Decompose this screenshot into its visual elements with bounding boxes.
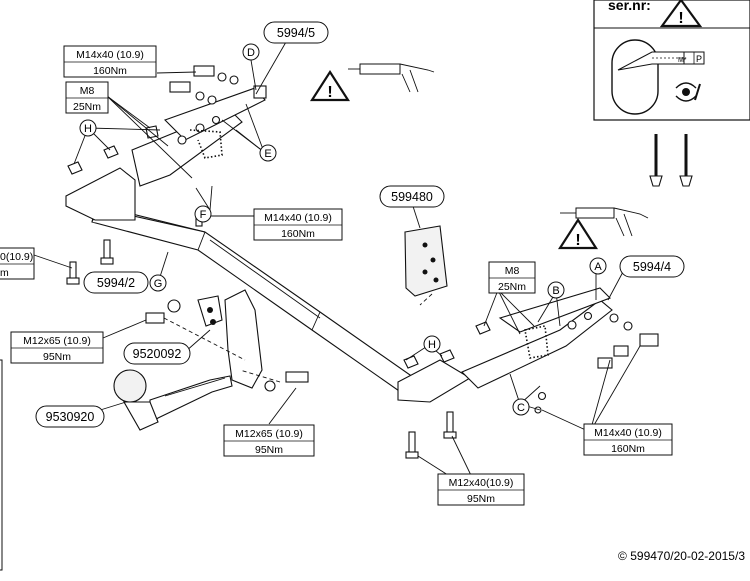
sealant-gun-icon-2 xyxy=(560,207,649,237)
spec-torque: 160Nm xyxy=(611,443,645,455)
bolt-set-top xyxy=(169,65,267,105)
svg-text:!: ! xyxy=(327,84,332,101)
svg-text:C: C xyxy=(517,402,525,414)
svg-text:599480: 599480 xyxy=(391,190,433,204)
part-crossbar: 5994/2 xyxy=(83,271,149,294)
warning-icon-top: ! xyxy=(309,69,351,102)
plate-599480 xyxy=(404,225,448,297)
eye-icon xyxy=(675,82,701,102)
spec-m8-left: M8 25Nm xyxy=(65,81,109,114)
serial-info-box: ser.nr: ! M* P xyxy=(593,0,750,121)
svg-text:B: B xyxy=(552,285,559,297)
spec-m14-top: M14x40 (10.9) 160Nm xyxy=(63,45,157,78)
callout-g: G xyxy=(149,274,167,292)
bolt-icon xyxy=(66,211,457,459)
part-plate: 599480 xyxy=(379,185,445,208)
spec-m8-right: M8 25Nm xyxy=(488,261,536,294)
svg-text:9530920: 9530920 xyxy=(46,410,95,424)
plate-right-text: P xyxy=(696,54,702,64)
bolt-set-right xyxy=(534,313,659,414)
callout-a: A xyxy=(589,257,607,275)
spec-size: M8 xyxy=(80,85,95,97)
svg-text:5994/5: 5994/5 xyxy=(277,26,315,40)
spec-size: M12x40(10.9) xyxy=(449,477,514,489)
callout-f: F xyxy=(194,205,212,223)
callout-b: B xyxy=(547,281,565,299)
part-bracket-right: 5994/4 xyxy=(619,255,685,278)
svg-text:!: ! xyxy=(575,232,580,249)
tow-ball-assembly xyxy=(113,289,263,431)
spec-m14-mid: M14x40 (10.9) 160Nm xyxy=(253,208,343,241)
callout-h-left: H xyxy=(79,119,97,137)
spec-size: M14x40 (10.9) xyxy=(76,49,144,61)
left-bracket xyxy=(65,87,266,221)
callout-d: D xyxy=(242,43,260,61)
right-bracket xyxy=(397,287,613,403)
svg-text:E: E xyxy=(264,148,271,160)
spec-m12-cutoff: 0(10.9) m xyxy=(0,247,35,280)
spec-size: M12x65 (10.9) xyxy=(23,335,91,347)
spec-size: M14x40 (10.9) xyxy=(264,212,332,224)
nut-icon xyxy=(67,125,491,392)
sealant-gun-icon xyxy=(348,63,435,93)
warning-icon: ! xyxy=(659,0,703,28)
callout-h-right: H xyxy=(423,335,441,353)
serial-plate-icon: M* P xyxy=(611,39,705,115)
part-bracket-left: 5994/5 xyxy=(263,21,329,44)
spec-size: M14x40 (10.9) xyxy=(594,427,662,439)
spec-torque: 25Nm xyxy=(73,101,101,113)
svg-text:D: D xyxy=(247,47,255,59)
svg-text:5994/2: 5994/2 xyxy=(97,276,135,290)
copyright-text: © 599470/20-02-2015/3 xyxy=(618,549,745,563)
svg-text:F: F xyxy=(200,209,207,221)
svg-text:G: G xyxy=(154,278,163,290)
warning-icon-right: ! xyxy=(557,217,599,250)
part-ball: 9530920 xyxy=(35,405,105,428)
part-socket-plate: 9520092 xyxy=(123,342,191,365)
svg-text:!: ! xyxy=(678,10,683,27)
svg-text:H: H xyxy=(428,339,436,351)
spec-m12-left: M12x65 (10.9) 95Nm xyxy=(10,331,104,364)
spec-m12-bottom: M12x65 (10.9) 95Nm xyxy=(223,424,315,457)
spec-torque: 95Nm xyxy=(255,444,283,456)
svg-text:5994/4: 5994/4 xyxy=(633,260,671,274)
svg-text:H: H xyxy=(84,123,92,135)
spec-size: 0(10.9) xyxy=(0,251,33,263)
spec-torque: 160Nm xyxy=(93,65,127,77)
spec-torque: 95Nm xyxy=(467,493,495,505)
spec-torque: 95Nm xyxy=(43,351,71,363)
svg-text:A: A xyxy=(594,261,602,273)
rivet-icon xyxy=(649,134,693,187)
spec-torque: 160Nm xyxy=(281,228,315,240)
spec-m12x40: M12x40(10.9) 95Nm xyxy=(437,473,525,506)
callout-c: C xyxy=(512,398,530,416)
serial-label: ser.nr: xyxy=(608,0,651,13)
leader-lines xyxy=(33,41,641,497)
spec-m14-right: M14x40 (10.9) 160Nm xyxy=(583,423,673,456)
callout-e: E xyxy=(259,144,277,162)
plate-left-text: M* xyxy=(678,57,687,64)
left-fragment-box xyxy=(0,359,3,571)
spec-torque: m xyxy=(0,267,9,279)
spec-torque: 25Nm xyxy=(498,281,526,293)
svg-text:9520092: 9520092 xyxy=(133,347,182,361)
spec-size: M8 xyxy=(505,265,520,277)
spec-size: M12x65 (10.9) xyxy=(235,428,303,440)
